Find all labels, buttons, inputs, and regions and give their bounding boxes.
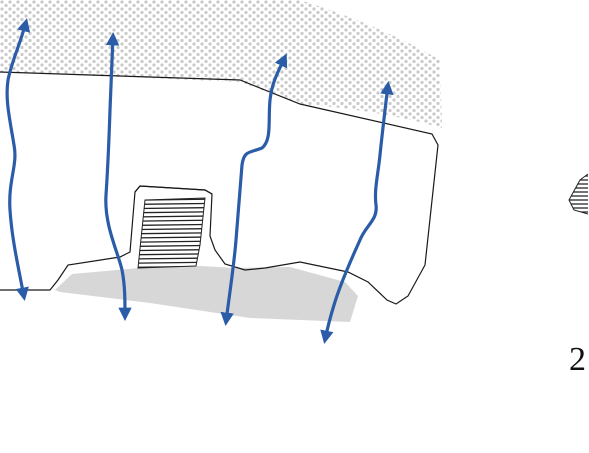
hatched-building — [130, 195, 212, 268]
hatch-line — [138, 202, 205, 206]
number-label: 2 — [569, 341, 586, 378]
arrow-3 — [220, 53, 288, 327]
arrow-1 — [5, 18, 31, 301]
hatch-line — [138, 223, 205, 227]
hatch-line — [138, 248, 205, 252]
hatch-line — [138, 215, 205, 218]
arrow-2 — [104, 31, 132, 322]
hatch-line — [138, 236, 205, 239]
hatch-line — [138, 257, 205, 260]
hatch-line — [138, 253, 205, 256]
stippled-band — [0, 0, 442, 128]
hatch-line — [138, 244, 205, 248]
hatch-line — [138, 232, 205, 235]
hatch-line — [130, 195, 212, 196]
legend-hatch-swatch — [569, 175, 588, 213]
hatch-line — [138, 206, 205, 210]
arrow-4 — [320, 80, 394, 344]
hatch-line — [138, 240, 205, 243]
hatch-line — [138, 227, 205, 231]
building-outline — [134, 185, 213, 195]
hatch-line — [138, 211, 205, 214]
hatch-line — [138, 219, 205, 222]
gray-shadow — [55, 266, 358, 322]
hatch-line — [138, 261, 205, 264]
